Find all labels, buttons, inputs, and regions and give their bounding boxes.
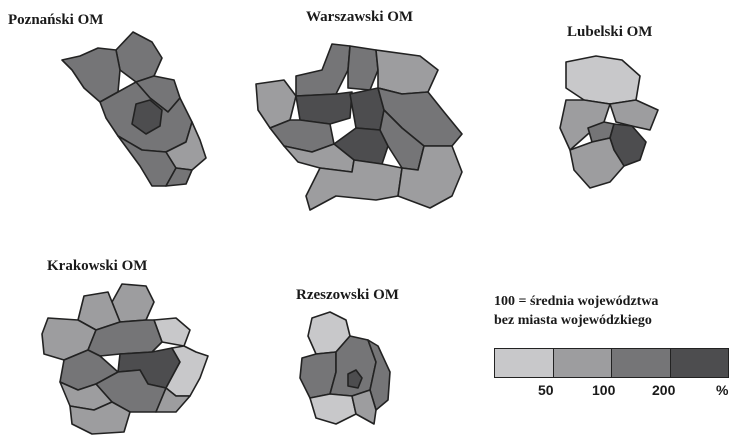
legend-swatch-3 (612, 349, 671, 377)
region-title-warszawski: Warszawski OM (306, 9, 414, 25)
legend-note-line2: bez miasta wojewódzkiego (494, 313, 652, 328)
district (351, 389, 377, 425)
district (397, 145, 463, 209)
district (165, 121, 207, 171)
legend-tick-100: 100 (592, 382, 616, 398)
district (165, 167, 193, 187)
district (309, 393, 357, 425)
legend-tick-percent: % (716, 382, 729, 398)
district (115, 31, 163, 83)
district (61, 47, 121, 103)
district (565, 55, 641, 105)
map-lubelski (559, 55, 659, 189)
legend-note-line1: 100 = średnia województwa (494, 294, 659, 309)
district (69, 401, 131, 435)
legend-swatch-2 (553, 349, 612, 377)
region-title-krakowski: Krakowski OM (47, 258, 148, 274)
legend-color-scale (494, 348, 729, 378)
map-rzeszowski (299, 311, 391, 425)
region-title-lubelski: Lubelski OM (567, 24, 653, 40)
map-warszawski (255, 43, 463, 211)
district (609, 99, 659, 131)
district (347, 369, 363, 389)
legend-note: 100 = średnia województwa bez miasta woj… (494, 292, 658, 330)
district (367, 339, 391, 411)
region-title-rzeszowski: Rzeszowski OM (296, 287, 399, 303)
map-krakowski (41, 283, 209, 435)
district (305, 159, 403, 211)
district (375, 49, 439, 95)
district (569, 137, 625, 189)
district (131, 99, 163, 135)
legend-swatch-4 (670, 349, 728, 377)
legend-swatch-1 (495, 349, 554, 377)
district (155, 387, 191, 413)
district (295, 43, 351, 97)
legend-tick-200: 200 (652, 382, 676, 398)
district (165, 345, 209, 397)
district (347, 45, 379, 91)
map-poznanski (61, 31, 207, 187)
region-title-poznanski: Poznański OM (8, 12, 104, 28)
legend-tick-50: 50 (538, 382, 554, 398)
district (295, 91, 353, 125)
